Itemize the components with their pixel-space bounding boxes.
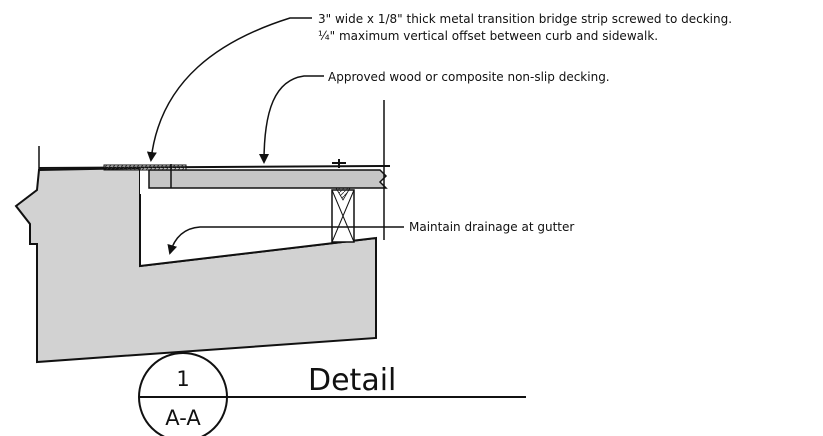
decking-board [148, 169, 388, 189]
post-top-hatch [335, 187, 351, 201]
left-break-line [14, 146, 40, 245]
bridge-strip-note-line1: 3" wide x 1/8" thick metal transition br… [318, 12, 732, 26]
detail-number: 1 [176, 367, 189, 391]
deck-fastener [332, 159, 346, 168]
leader-decking [259, 75, 324, 164]
post-cross [331, 189, 355, 243]
detail-sheet: A-A [165, 406, 201, 430]
leader-bridge-strip [146, 17, 312, 162]
bridge-strip-note-line2: ¼" maximum vertical offset between curb … [318, 29, 658, 43]
drainage-note: Maintain drainage at gutter [409, 220, 574, 234]
detail-title: Detail [308, 363, 396, 398]
gutter-void [140, 168, 376, 266]
decking-note: Approved wood or composite non-slip deck… [328, 70, 610, 84]
bridge-strip [103, 164, 187, 171]
decking-top-edge [38, 165, 391, 169]
leader-drainage [167, 226, 404, 255]
gutter-inner-line [139, 194, 377, 268]
